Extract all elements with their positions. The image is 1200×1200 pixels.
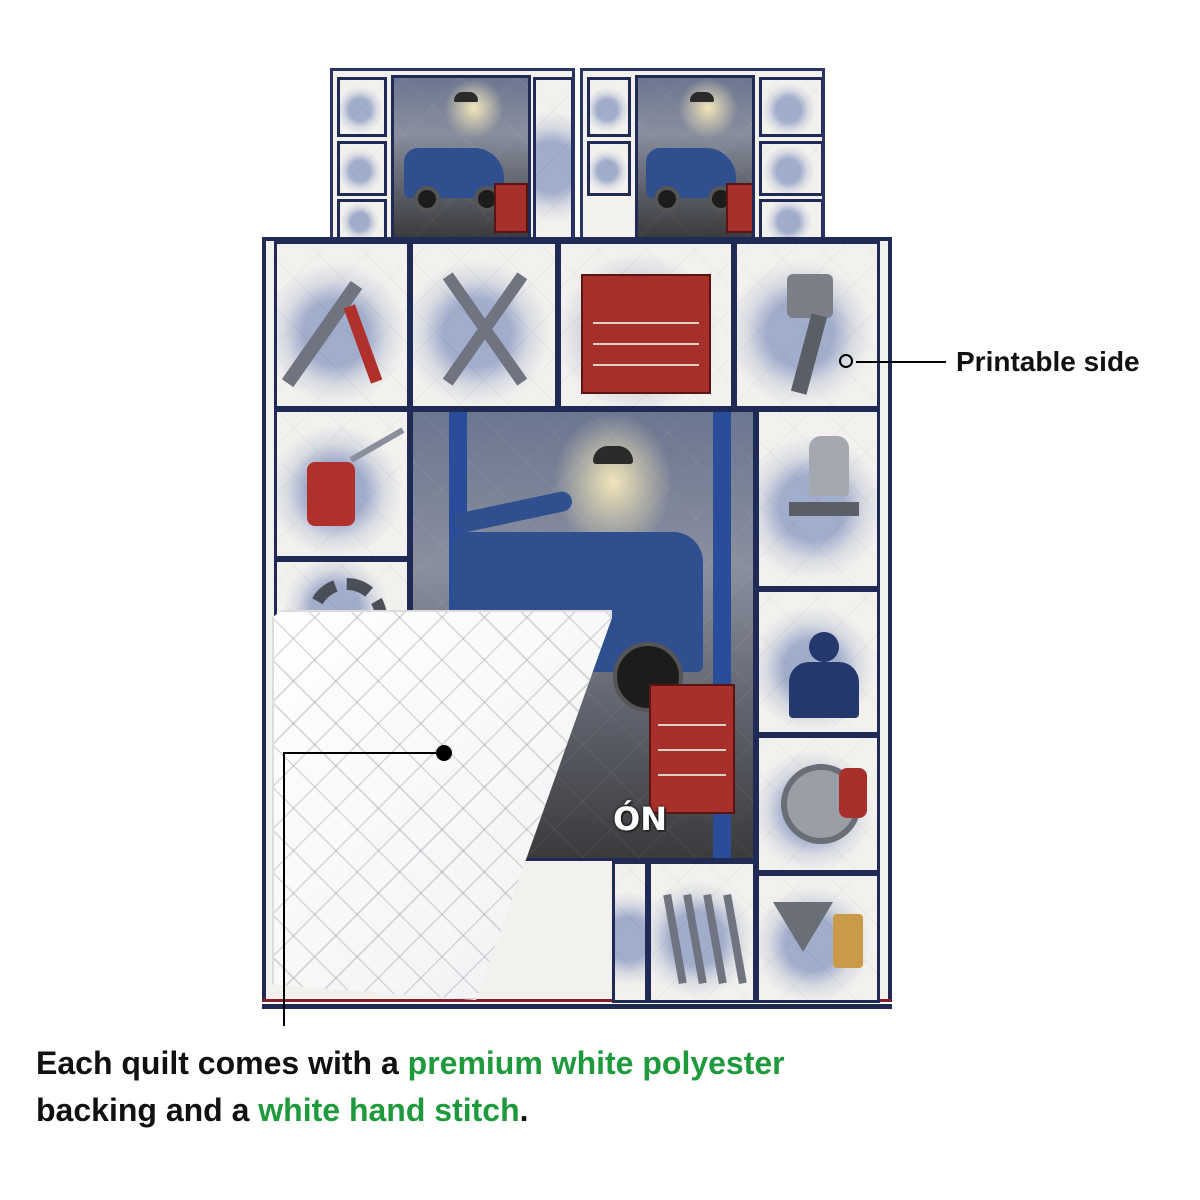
lamp-light [553, 412, 673, 552]
mechanic-silhouette-icon [759, 141, 822, 196]
gear-icon [337, 141, 387, 196]
pillow-right-strip [533, 77, 572, 240]
pillow-right [580, 68, 825, 243]
printable-side-leader-line [856, 361, 946, 363]
pillow-garage-scene [635, 75, 755, 240]
pillow-left [330, 68, 575, 243]
hanging-lamp [593, 446, 633, 464]
piston-icon [734, 241, 880, 409]
funnel-oil-filter-icon [756, 873, 880, 1003]
printable-side-label: Printable side [956, 346, 1140, 377]
gear-icon [587, 141, 631, 196]
quilt-partial-text: ÓN [613, 800, 667, 838]
caption-line-1-highlight: premium white polyester [407, 1045, 785, 1081]
backing-leader-vertical [283, 752, 285, 1026]
engine-block-icon [612, 861, 648, 1003]
wrench-set-icon [648, 861, 756, 1003]
brake-disc-icon [756, 735, 880, 873]
pillow-garage-scene [391, 75, 531, 240]
mechanic-silhouette-icon [756, 589, 880, 735]
spray-gun-icon [759, 77, 822, 137]
oil-can-icon [587, 77, 631, 137]
printable-side-dot [839, 354, 853, 368]
backing-leader-horizontal [283, 752, 441, 754]
caption-line-1: Each quilt comes with a premium white po… [36, 1045, 785, 1082]
caption-line-1-prefix: Each quilt comes with a [36, 1045, 408, 1081]
spray-gun-icon [756, 409, 880, 589]
backing-dot [436, 745, 452, 761]
truck-hood-open [452, 489, 574, 535]
brake-disc-icon [759, 199, 822, 240]
oil-can-icon [274, 409, 410, 559]
red-toolbox-icon [558, 241, 734, 409]
caption-line-2: backing and a white hand stitch. [36, 1092, 529, 1129]
rolling-tool-chest [649, 684, 735, 814]
adjustable-wrench-screwdriver-icon [274, 241, 410, 409]
caption-line-2-suffix: . [519, 1092, 529, 1128]
caption-line-2-highlight: white hand stitch [258, 1092, 520, 1128]
battery-icon [337, 199, 387, 240]
crossed-wrenches-icon [410, 241, 558, 409]
caption-line-2-prefix: backing and a [36, 1092, 259, 1128]
oil-can-icon [337, 77, 387, 137]
